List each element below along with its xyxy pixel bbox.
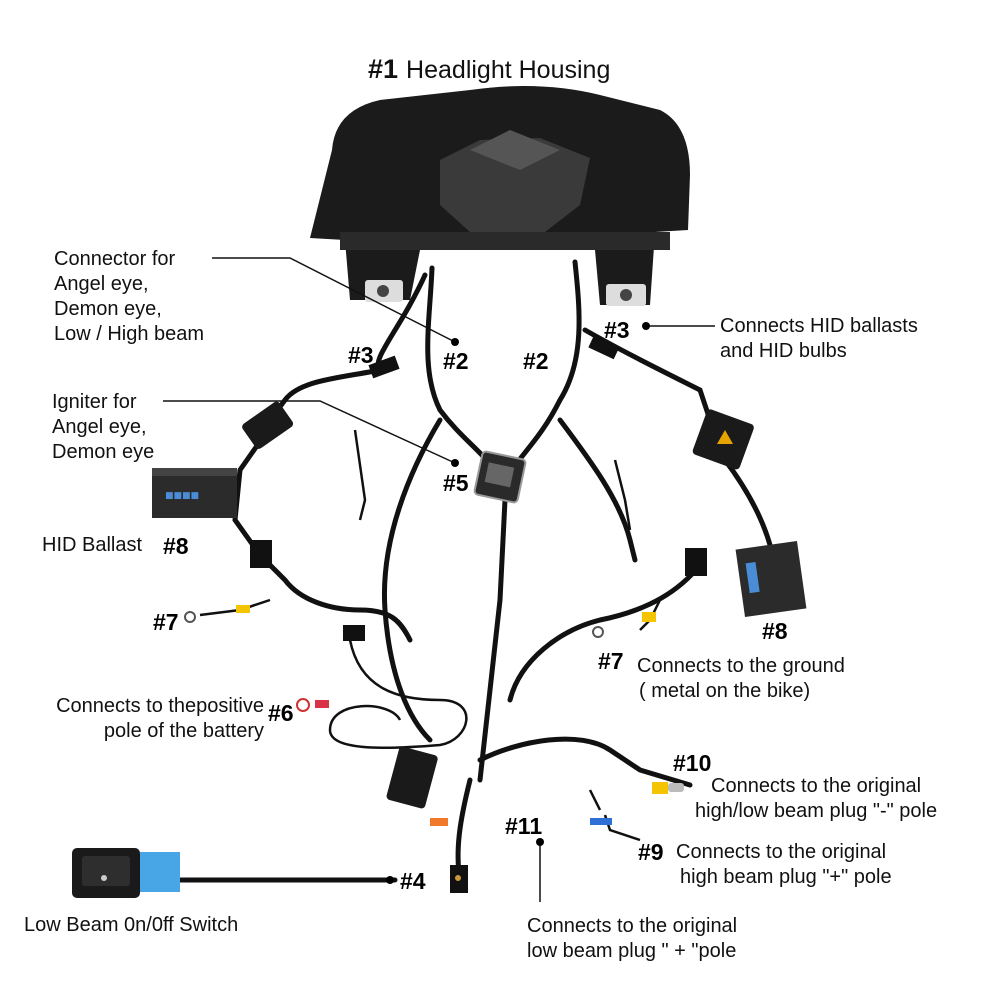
leader-dots <box>386 322 650 884</box>
hid-connects-label: Connects HID ballasts and HID bulbs <box>720 314 918 364</box>
marker-7-left: #7 <box>153 609 179 635</box>
high-plus-line-2: high beam plug "+" pole <box>680 866 892 888</box>
hid-ballast-left: ■■■■ <box>152 468 237 518</box>
title-text: Headlight Housing <box>406 56 611 84</box>
marker-3-right: #3 <box>604 317 630 343</box>
igniter-right <box>692 409 754 470</box>
marker-8-right: #8 <box>762 618 788 644</box>
battery-label: Connects to thepositive pole of the batt… <box>56 694 264 744</box>
igniter-label: Igniter for Angel eye, Demon eye <box>52 390 154 465</box>
low-plus-line-2: low beam plug " + "pole <box>527 940 737 962</box>
marker-11: #11 <box>505 813 543 839</box>
battery-line-1: Connects to thepositive <box>56 695 264 717</box>
marker-7-right: #7 <box>598 648 624 674</box>
high-plus-label: Connects to the original high beam plug … <box>676 840 892 890</box>
thin-wires <box>199 429 662 842</box>
connectors <box>250 334 707 893</box>
angel-connector-line-2: Angel eye, <box>54 273 149 295</box>
igniter-line-1: Igniter for <box>52 391 137 413</box>
igniter-left <box>242 401 294 449</box>
igniter-line-3: Demon eye <box>52 441 155 463</box>
wire-terminals <box>184 605 684 826</box>
relay-box <box>386 746 438 809</box>
marker-4: #4 <box>400 868 426 894</box>
switch-label: Low Beam 0n/0ff Switch <box>24 914 239 936</box>
marker-6: #6 <box>268 700 294 726</box>
angel-connector-label: Connector for Angel eye, Demon eye, Low … <box>54 247 204 347</box>
igniter-line-2: Angel eye, <box>52 416 147 438</box>
angel-connector-line-3: Demon eye, <box>54 298 162 320</box>
battery-line-2: pole of the battery <box>103 720 264 742</box>
hilo-minus-line-1: Connects to the original <box>711 775 922 797</box>
marker-2-left: #2 <box>443 348 469 374</box>
marker-9: #9 <box>638 839 664 865</box>
marker-10: #10 <box>673 750 712 776</box>
leader-lines <box>163 257 715 902</box>
marker-3-left: #3 <box>348 342 374 368</box>
hid-ballast-right <box>735 541 807 617</box>
low-plus-line-1: Connects to the original <box>527 915 738 937</box>
hilo-minus-line-2: high/low beam plug "-" pole <box>695 800 938 822</box>
switch <box>72 848 180 898</box>
angel-connector-line-1: Connector for <box>54 248 176 270</box>
low-plus-label: Connects to the original low beam plug "… <box>527 914 737 964</box>
hid-connects-line-1: Connects HID ballasts <box>720 315 918 337</box>
marker-8-left: #8 <box>163 533 189 559</box>
marker-2-right: #2 <box>523 348 549 374</box>
hid-ballast-label: HID Ballast <box>42 534 143 556</box>
title-number: #1 <box>368 54 399 84</box>
ground-line-2: ( metal on the bike) <box>639 680 811 702</box>
svg-text:■■■■: ■■■■ <box>165 491 199 501</box>
high-plus-line-1: Connects to the original <box>676 841 887 863</box>
ground-line-1: Connects to the ground <box>637 655 845 677</box>
headlight-housing <box>310 86 690 306</box>
marker-5: #5 <box>443 470 469 496</box>
hid-connects-line-2: and HID bulbs <box>720 340 847 362</box>
hilo-minus-label: Connects to the original high/low beam p… <box>695 774 937 824</box>
angel-connector-line-4: Low / High beam <box>54 323 205 345</box>
relay-module <box>473 450 527 504</box>
ground-label: Connects to the ground ( metal on the bi… <box>637 654 845 704</box>
